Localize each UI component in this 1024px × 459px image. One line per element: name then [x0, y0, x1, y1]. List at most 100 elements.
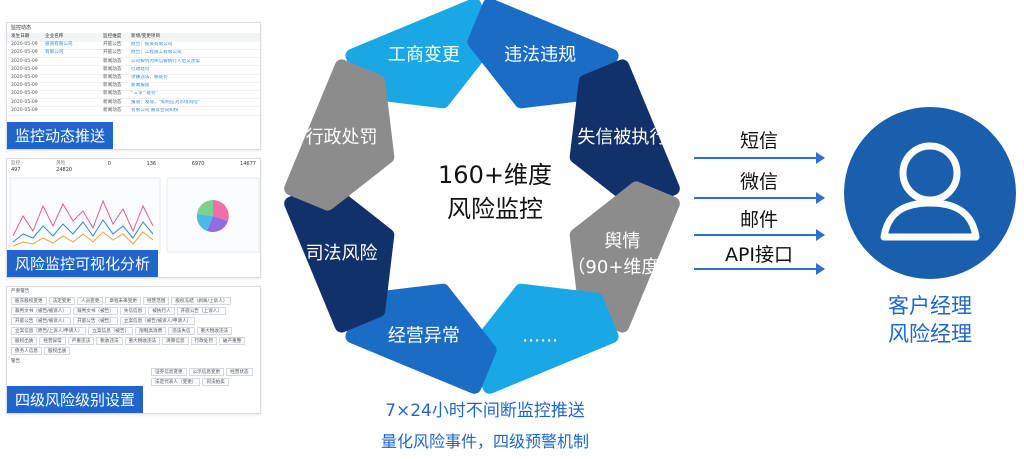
center-line-1: 160+维度 — [438, 161, 552, 189]
risk-tag[interactable]: 失信信息 — [119, 307, 147, 316]
stat-item: 14677 — [240, 161, 256, 174]
risk-tag[interactable]: 重大税收违法 — [124, 337, 161, 346]
segment-label: 行政处罚 — [306, 127, 378, 148]
row-date: 2020-05-09 — [11, 99, 38, 105]
row-date: 2020-05-09 — [11, 42, 38, 48]
risk-tag[interactable]: 被执行人 — [148, 307, 175, 316]
risk-tag[interactable]: 裁判文书（被告/被诉人） — [11, 307, 72, 316]
stat-value: 14677 — [240, 161, 256, 167]
row-date: 2020-05-09 — [11, 74, 38, 80]
levels-panel: 严重警告 股东股权变更法定变更人员变更章程未来变更经营范围股权冻结（剥离/上诉人… — [6, 286, 261, 414]
risk-tag[interactable]: 人员变更 — [76, 297, 104, 306]
channel-api: API接口 — [724, 244, 794, 266]
bottom-line-2: 量化风险事件，四级预警机制 — [380, 432, 589, 451]
risk-tag[interactable]: 税收违法 — [96, 337, 123, 346]
risk-tag[interactable]: 限制高消费 — [135, 327, 167, 336]
arrow-email — [694, 229, 825, 241]
levels-tags-1: 股东股权变更法定变更人员变更章程未来变更经营范围股权冻结（剥离/上诉人） 裁判文书… — [11, 297, 256, 356]
risk-tag[interactable]: 股权冻结（剥离/上诉人） — [171, 297, 232, 306]
segment-label: 失信被执行 — [577, 127, 667, 148]
risk-tag[interactable]: 股东股权变更 — [11, 297, 47, 306]
risk-tag[interactable]: 行政处罚 — [190, 337, 217, 346]
person-icon — [880, 142, 980, 241]
row-dim: 新闻动态 — [103, 99, 122, 105]
line-series-2 — [12, 218, 154, 243]
segment-6: 司法风险 — [284, 181, 395, 333]
risk-tag[interactable]: 经营状态 — [226, 367, 253, 376]
risk-tag[interactable]: 法定代表人（变更） — [151, 377, 201, 386]
row-item: 原告：投资有限公司 — [131, 42, 173, 48]
visual-panel-title: 风险监控可视化分析 — [7, 250, 159, 277]
risk-tag[interactable]: 破产重整 — [218, 337, 246, 346]
table-row[interactable]: 2020-05-09 新闻动态 报道：发现，“如何应对市场风险” — [7, 99, 260, 108]
row-dim: 新闻动态 — [103, 107, 122, 113]
line-series-3 — [12, 231, 154, 247]
row-dim: 新闻动态 — [103, 91, 122, 97]
risk-tag[interactable]: 股权出质 — [11, 337, 38, 346]
row-date: 2020-05-09 — [11, 91, 38, 97]
risk-tag[interactable]: 清算信息 — [162, 337, 189, 346]
customer-avatar — [844, 107, 1016, 279]
row-dim: 新闻动态 — [103, 74, 122, 80]
row-item: 报道：发现，“如何应对市场风险” — [131, 99, 201, 105]
risk-tag[interactable]: 章程未来变更 — [105, 297, 141, 306]
monitor-header: 监控动态 — [11, 25, 32, 31]
risk-tag[interactable]: 开庭公告（上诉人） — [176, 307, 226, 316]
risk-tag[interactable]: 证券信息变更 — [151, 367, 187, 376]
risk-tag[interactable]: 经营范围 — [142, 297, 170, 306]
row-date: 2020-05-09 — [11, 83, 38, 89]
risk-tag[interactable]: 债务人信息 — [11, 347, 42, 356]
stat-value: 6970 — [191, 161, 205, 167]
risk-tag[interactable]: 经营异常 — [39, 337, 66, 346]
row-dim: 新闻动态 — [103, 66, 122, 72]
arrow-sms — [694, 152, 825, 164]
stat-value: 0 — [107, 161, 111, 167]
risk-tag[interactable]: 开庭公告（被告/被诉人） — [11, 317, 72, 326]
segment-4: …… — [467, 283, 619, 394]
row-dim: 新闻动态 — [103, 58, 122, 64]
stat-value: 24820 — [56, 167, 73, 174]
levels-header-1: 严重警告 — [11, 289, 30, 294]
risk-tag[interactable]: 开庭公告（被告） — [73, 317, 118, 326]
risk-tag[interactable]: 司法拍卖 — [202, 377, 229, 386]
risk-tag[interactable]: 违法失信 — [168, 327, 195, 336]
center-title: 160+维度 风险监控 — [420, 158, 570, 226]
risk-tag[interactable]: 立案信息（被告） — [88, 327, 134, 336]
role-account-manager: 客户经理 — [888, 294, 972, 318]
role-risk-manager: 风险经理 — [888, 322, 972, 346]
risk-tag[interactable]: 股权出质 — [43, 347, 71, 356]
row-date: 2020-05-09 — [11, 66, 38, 72]
risk-tag[interactable]: 裁判文书（被告） — [73, 307, 118, 316]
monitor-table-header: 发生日期 企业名称 监控维度 新增/变更项目 — [7, 33, 260, 42]
bottom-line-1: 7×24小时不间断监控推送 — [385, 401, 585, 421]
row-dim: 新闻动态 — [103, 83, 122, 89]
channel-wechat: 微信 — [739, 171, 778, 193]
risk-tag[interactable]: 严重违法 — [67, 337, 95, 346]
risk-tag[interactable]: 法定变更 — [48, 297, 75, 306]
risk-tag[interactable]: 重大税收违法 — [196, 327, 233, 336]
arrow-api — [694, 263, 825, 275]
risk-tag[interactable]: 公示信息变更 — [188, 367, 225, 376]
row-dim: 开庭公告 — [103, 50, 122, 56]
row-company: 有限公司 — [45, 50, 64, 56]
risk-tag[interactable]: 立案信息（被告/被诉人/申请人） — [119, 317, 196, 326]
col-item: 新增/变更项目 — [131, 34, 161, 40]
row-item: 有限公司 被诉合同纠纷 — [131, 107, 179, 113]
stat-item: 136 — [147, 161, 157, 174]
line-series-1 — [12, 199, 154, 237]
risk-tag[interactable]: 立案信息（原告/上诉人/申请人） — [11, 327, 87, 336]
col-dim: 监控维度 — [103, 34, 122, 40]
segment-sublabel: （90+维度） — [567, 257, 677, 278]
stat-label: 风险 — [56, 161, 66, 166]
